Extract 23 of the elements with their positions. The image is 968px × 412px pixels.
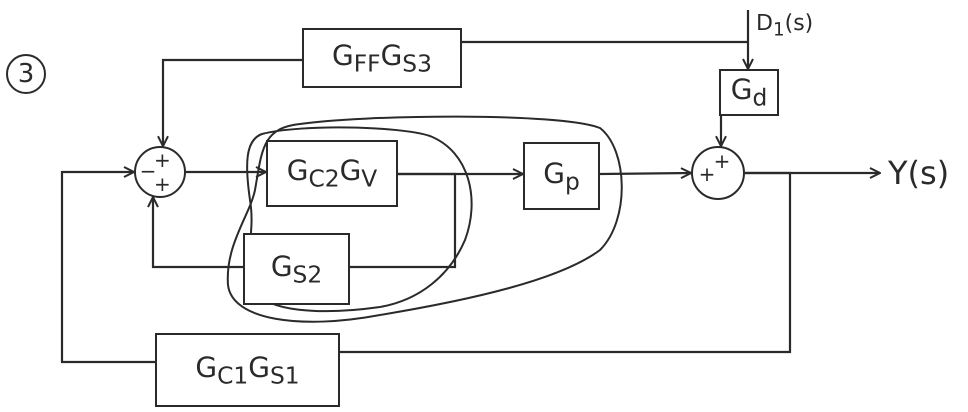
sign-label: + [698, 164, 716, 184]
signal-arrow [742, 10, 754, 70]
sign-label: + [154, 174, 171, 194]
signal-arrow [147, 196, 243, 268]
signal-label: Y(s) [880, 156, 964, 190]
transfer-function-block: G$_{p}$ [523, 142, 600, 210]
summing-junction [691, 146, 745, 200]
signal-label: D$_{1}$(s) [748, 8, 818, 44]
sign-label: + [154, 150, 171, 170]
signal-arrow [600, 167, 692, 180]
sign-label: − [140, 161, 156, 182]
sign-label: + [714, 151, 730, 171]
transfer-function-block: G$_{C2}$G$_{V}$ [266, 140, 398, 207]
transfer-function-block: G$_{d}$ [719, 69, 779, 116]
signal-arrow [157, 58, 302, 148]
signal-arrow [186, 166, 267, 178]
transfer-function-block: G$_{S2}$ [243, 233, 350, 305]
transfer-function-block: G$_{FF}$G$_{S3}$ [302, 28, 462, 88]
signal-arrow [715, 116, 727, 148]
signal-arrow [60, 166, 155, 364]
callout-number: 3 [6, 54, 46, 94]
transfer-function-block: G$_{C1}$G$_{S1}$ [155, 333, 340, 407]
summing-junction [134, 146, 186, 198]
